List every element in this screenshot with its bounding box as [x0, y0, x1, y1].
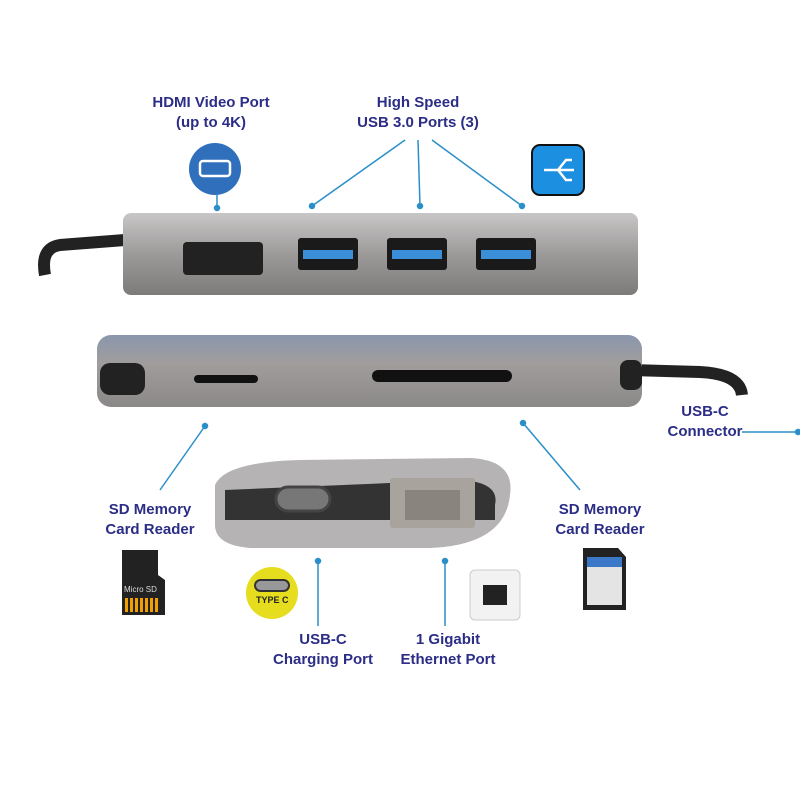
microsd-icon-text: Micro SD: [124, 585, 157, 594]
cable-usbc: [629, 364, 748, 397]
microsd-slot: [194, 375, 258, 383]
typec-icon: [246, 567, 298, 619]
typec-icon-text: TYPE C: [256, 595, 289, 605]
label-hdmi: HDMI Video Port(up to 4K): [152, 94, 270, 131]
cable-top: [38, 234, 126, 277]
usbc-port: [274, 485, 332, 513]
microsd-icon: [122, 550, 165, 615]
sd-slot: [372, 370, 512, 382]
hub-side-view: [97, 335, 642, 407]
hdmi-icon: [189, 143, 241, 195]
hdmi-port: [183, 242, 263, 275]
